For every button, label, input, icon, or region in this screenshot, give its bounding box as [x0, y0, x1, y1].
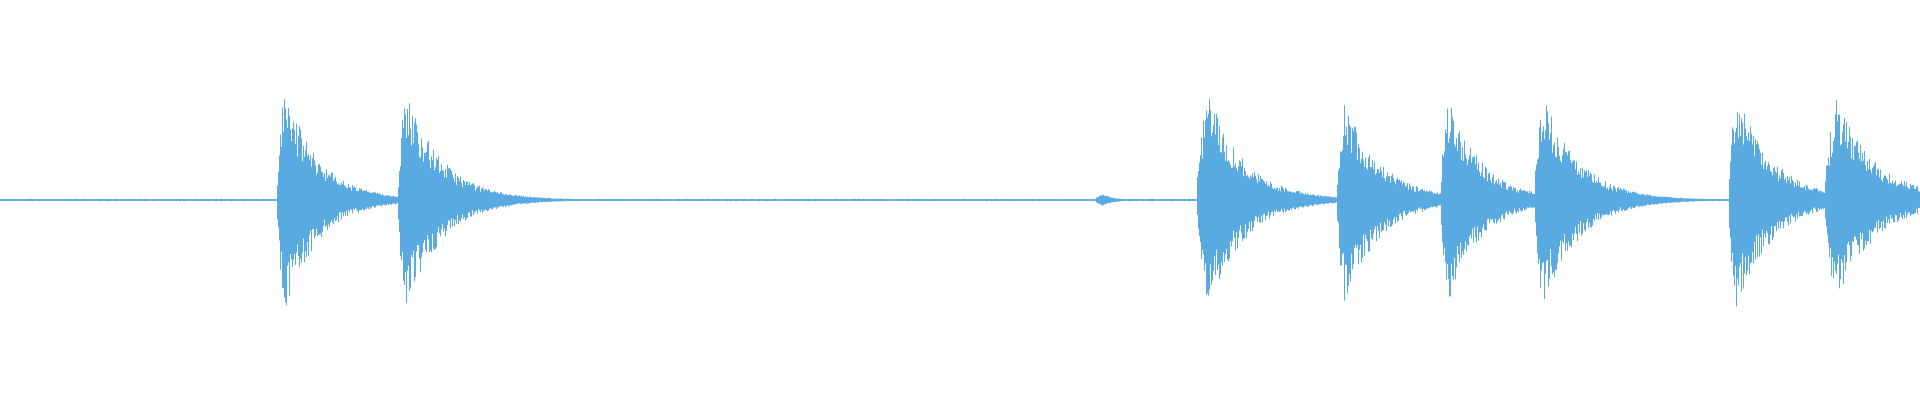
waveform-trace	[0, 98, 1920, 307]
waveform-samples	[0, 98, 1920, 307]
